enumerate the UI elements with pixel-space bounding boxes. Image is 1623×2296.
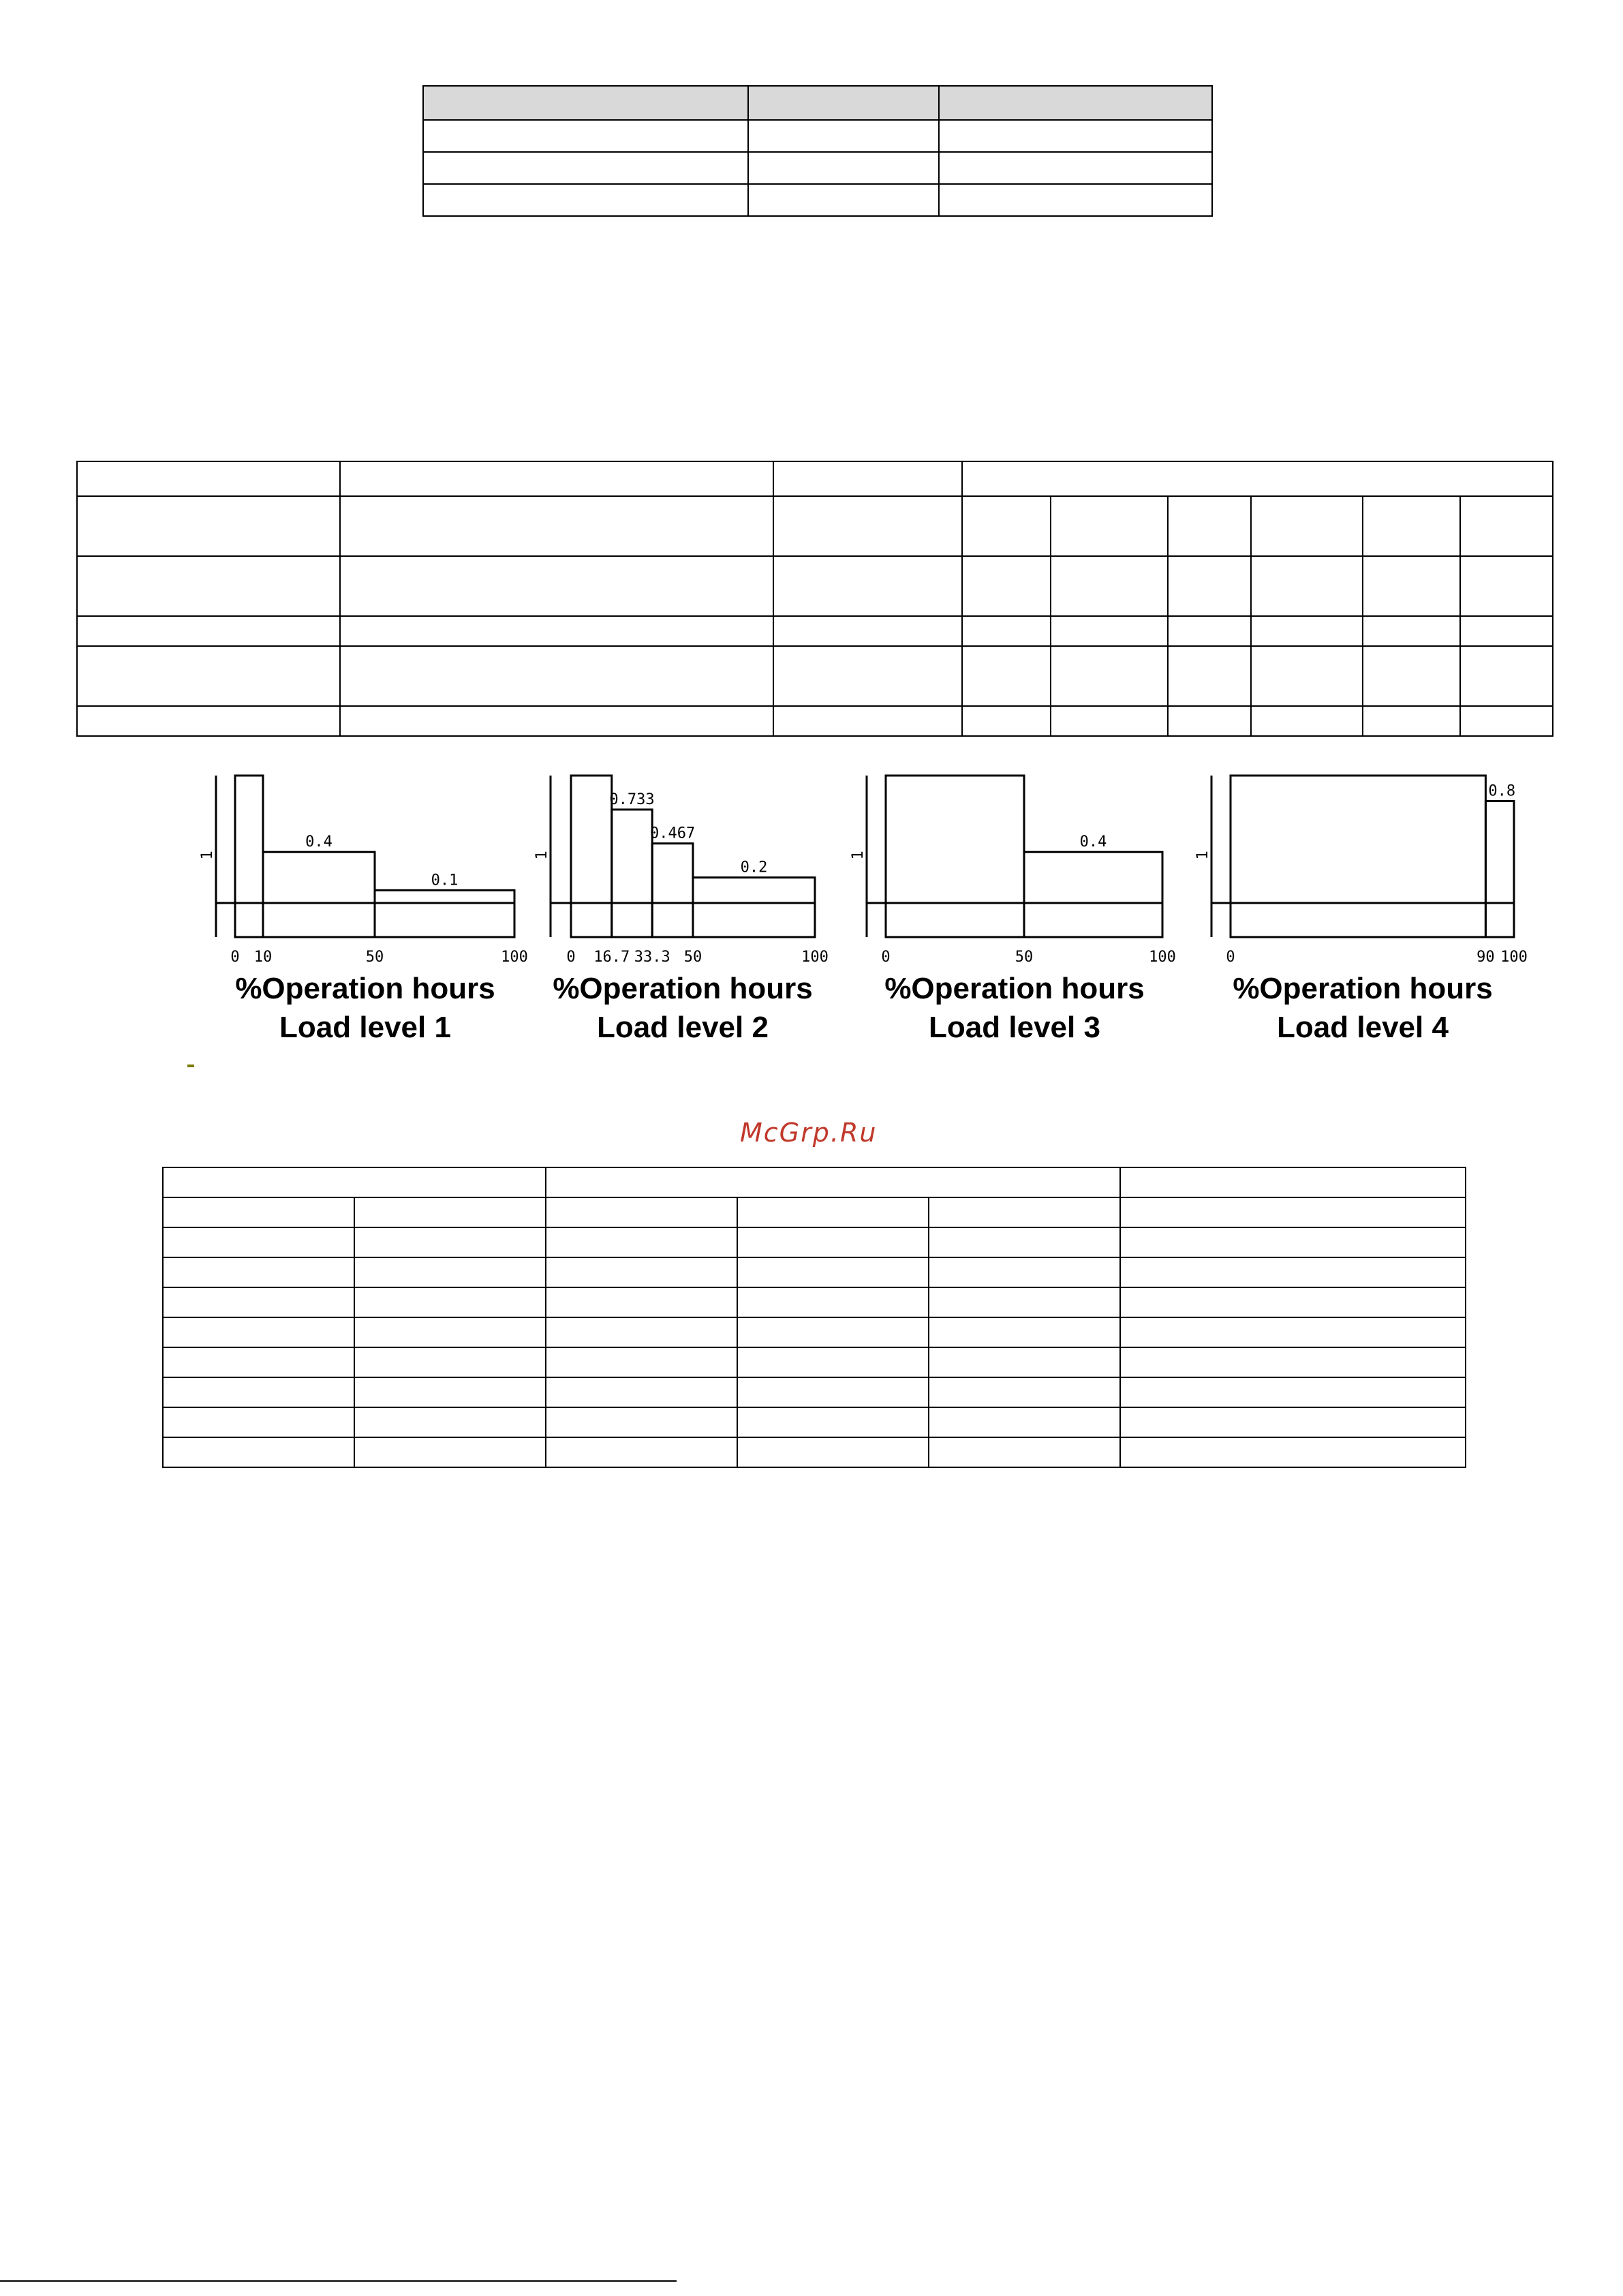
- chart-2-caption-line2: Load level 2: [597, 1011, 769, 1044]
- chart-2-x-tick-1: 0: [566, 949, 575, 966]
- table-row: [422, 183, 1213, 217]
- table-row: [162, 1317, 1467, 1348]
- chart-2-bar-4: [692, 876, 816, 938]
- chart-4-y-label: 1: [1194, 851, 1211, 859]
- footnote-rule: [0, 2280, 677, 2282]
- summary-table: [422, 85, 1213, 217]
- chart-4-value-label-1: 0.8: [1488, 782, 1515, 799]
- table-row: [162, 1227, 1467, 1258]
- chart-1-value-label-1: 0.4: [305, 833, 333, 851]
- chart-3-bar-2: [1023, 851, 1164, 938]
- table-header-row: [162, 1167, 1467, 1198]
- chart-2-bar-2: [610, 808, 653, 938]
- table-row: [76, 615, 1554, 647]
- chart-2-x-tick-4: 50: [684, 949, 702, 966]
- chart-2-x-tick-5: 100: [801, 949, 829, 966]
- chart-4-x-tick-2: 90: [1477, 949, 1495, 966]
- chart-1-value-label-2: 0.1: [431, 872, 459, 889]
- chart-2-bar-3: [651, 842, 694, 938]
- chart-3-x-tick-3: 100: [1149, 949, 1176, 966]
- chart-2-x-tick-3: 33.3: [634, 949, 670, 966]
- table-header-row: [162, 1197, 1467, 1228]
- chart-2-x-tick-2: 16.7: [593, 949, 630, 966]
- chart-4-bar-2: [1484, 799, 1515, 938]
- chart-3-caption-line2: Load level 3: [929, 1011, 1100, 1044]
- table-row: [162, 1437, 1467, 1468]
- chart-2-bar-1: [570, 774, 613, 938]
- chart-4-bar-1: [1229, 774, 1487, 938]
- chart-1-y-label: 1: [199, 851, 216, 859]
- chart-4-x-tick-1: 0: [1226, 949, 1235, 966]
- table-row: [76, 705, 1554, 737]
- chart-4-caption-line1: %Operation hours: [1233, 972, 1492, 1005]
- chart-4-x-tick-3: 100: [1500, 949, 1528, 966]
- chart-1-bar-3: [373, 889, 516, 938]
- chart-2-value-label-3: 0.2: [741, 859, 768, 876]
- chart-1-caption-line2: Load level 1: [279, 1011, 451, 1044]
- table-header-row: [76, 461, 1554, 497]
- chart-1-bar-1: [234, 774, 264, 938]
- table-row: [162, 1377, 1467, 1408]
- chart-2-y-label: 1: [534, 851, 551, 859]
- table-row: [76, 645, 1554, 707]
- chart-1-bar-2: [262, 851, 376, 938]
- watermark: McGrp.Ru: [740, 1118, 878, 1148]
- chart-3-y-label: 1: [850, 851, 867, 859]
- chart-1-x-tick-2: 10: [254, 949, 273, 966]
- chart-3-x-tick-2: 50: [1015, 949, 1034, 966]
- chart-1-x-tick-4: 100: [501, 949, 528, 966]
- chart-1-caption-line1: %Operation hours: [235, 972, 495, 1005]
- table-row: [162, 1257, 1467, 1288]
- chart-3-caption-line1: %Operation hours: [884, 972, 1144, 1005]
- table-row: [162, 1287, 1467, 1318]
- chart-2-value-label-1: 0.733: [609, 791, 654, 808]
- table-row: [422, 151, 1213, 185]
- chart-4-caption-line2: Load level 4: [1277, 1011, 1449, 1044]
- chart-1-x-tick-3: 50: [366, 949, 384, 966]
- chart-2-value-label-2: 0.467: [650, 825, 695, 842]
- chart-3-x-tick-1: 0: [881, 949, 890, 966]
- stray-mark: [187, 1065, 194, 1067]
- table-row: [76, 555, 1554, 617]
- table-row: [76, 495, 1554, 557]
- chart-3-bar-1: [884, 774, 1025, 938]
- table-header-row: [422, 85, 1213, 121]
- table-row: [162, 1347, 1467, 1378]
- chart-1-x-tick-1: 0: [230, 949, 239, 966]
- chart-2-caption-line1: %Operation hours: [553, 972, 812, 1005]
- table-row: [162, 1407, 1467, 1438]
- results-table: [162, 1167, 1467, 1468]
- chart-3-value-label-1: 0.4: [1080, 833, 1107, 851]
- load-spec-table: [76, 461, 1554, 737]
- table-row: [422, 119, 1213, 153]
